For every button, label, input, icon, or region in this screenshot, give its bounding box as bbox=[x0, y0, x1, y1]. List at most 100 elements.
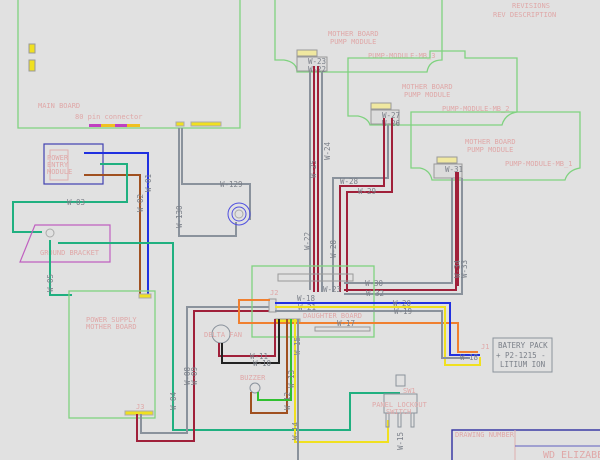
speaker-icon bbox=[227, 202, 251, 226]
wire-w09 bbox=[136, 310, 270, 442]
main-board: MAIN BOARD 80 pin connector bbox=[17, 0, 241, 129]
battery-pack: J1 BATERY PACK + P2-1215 - LITIUM ION bbox=[481, 337, 553, 373]
wire-label-w10: W-10 bbox=[253, 359, 272, 368]
wire-w27b bbox=[346, 118, 393, 292]
wire-label-w17: W-17 bbox=[337, 319, 355, 328]
wire-label-w34: W-34 bbox=[453, 259, 462, 278]
power-entry-module: POWER ENTRY MODULE bbox=[43, 143, 104, 185]
j3-label: J3 bbox=[136, 403, 144, 411]
wire-w11 bbox=[218, 319, 276, 357]
buzzer: BUZZER bbox=[240, 374, 266, 394]
wire-w129 bbox=[181, 128, 251, 220]
power-entry-label-2: ENTRY bbox=[47, 161, 69, 169]
wire-label-w12: W-12 bbox=[283, 392, 292, 410]
wire-w13 bbox=[257, 319, 292, 401]
mb3-label-2: PUMP MODULE bbox=[330, 38, 376, 46]
wire-label-w28: W-28 bbox=[340, 177, 359, 186]
wire-label-w09: W-09 bbox=[190, 367, 199, 385]
mb3-id: PUMP-MODULE-MB_3 bbox=[368, 52, 435, 60]
mb2-label-1: MOTHER BOARD bbox=[402, 83, 453, 91]
wire-w14 bbox=[294, 319, 389, 443]
wire-w19 bbox=[275, 310, 470, 359]
wire-label-w03: W-03 bbox=[67, 198, 85, 207]
wire-w17 bbox=[238, 299, 478, 353]
power-entry-label-1: POWER bbox=[47, 154, 69, 162]
wire-label-w11: W-11 bbox=[250, 352, 268, 361]
fan-label: DELTA FAN bbox=[204, 331, 242, 339]
lockout-label-1: PANEL LOCKOUT bbox=[372, 401, 428, 409]
wire-w02 bbox=[84, 174, 141, 298]
wire-w33 bbox=[344, 178, 463, 295]
wire-w10 bbox=[221, 319, 280, 364]
wire-label-w23-lower: W-23 bbox=[323, 285, 341, 294]
pump-module-mb1: MOTHER BOARD PUMP MODULE PUMP-MODULE-MB_… bbox=[410, 111, 581, 181]
wire-label-w20: W-20 bbox=[393, 299, 412, 308]
wire-label-w27: W-27 bbox=[382, 111, 400, 120]
power-supply-label-1: POWER SUPPLY bbox=[86, 316, 137, 324]
revisions-title: REVISIONS bbox=[512, 2, 550, 10]
wire-label-w01: W-01 bbox=[144, 174, 153, 192]
wire-label-w02: W-02 bbox=[136, 194, 145, 212]
daughter-board: DAUGHTER BOARD J2 bbox=[251, 265, 375, 338]
mb3-label-1: MOTHER BOARD bbox=[328, 30, 379, 38]
wire-w30 bbox=[344, 178, 453, 284]
power-supply-label-2: MOTHER BOARD bbox=[86, 323, 137, 331]
wire-label-w18: W-18 bbox=[297, 294, 316, 303]
main-board-connector-label: 80 pin connector bbox=[75, 113, 142, 121]
wire-w29 bbox=[332, 125, 389, 292]
wire-label-w04: W-04 bbox=[169, 391, 178, 410]
daughter-board-label: DAUGHTER BOARD bbox=[303, 312, 362, 320]
wire-w08 bbox=[140, 306, 270, 434]
wire-label-w05: W-05 bbox=[46, 274, 55, 292]
wire-label-w22-lower: W-22 bbox=[303, 232, 312, 250]
title-block: DRAWING NUMBER WD ELIZABETH bbox=[451, 429, 600, 460]
mb2-id: PUMP-MODULE-MB_2 bbox=[442, 105, 509, 113]
wire-w05 bbox=[49, 240, 72, 296]
delta-fan: DELTA FAN bbox=[204, 324, 242, 344]
wire-label-w15b: W-15 bbox=[396, 432, 405, 450]
wire-w04 bbox=[58, 242, 400, 431]
power-supply-board: POWER SUPPLY MOTHER BOARD J3 bbox=[68, 290, 156, 419]
buzzer-label: BUZZER bbox=[240, 374, 266, 382]
wire-label-w28-v: W-28 bbox=[329, 239, 338, 258]
wire-label-w130: W-130 bbox=[175, 205, 184, 228]
ground-bracket: GROUND BRACKET bbox=[19, 224, 111, 263]
wire-label-w32: W-32 bbox=[366, 289, 384, 298]
wire-label-w18b: W-18 bbox=[460, 353, 479, 362]
wire-label-w13: W-13 bbox=[287, 370, 296, 388]
battery-label-1: BATERY PACK bbox=[498, 341, 548, 350]
wire-label-w23: W-23 bbox=[308, 57, 326, 66]
wire-label-w29: W-29 bbox=[358, 187, 376, 196]
company-name: WD ELIZABETH bbox=[543, 450, 600, 460]
wire-w28 bbox=[339, 118, 385, 292]
drawing-number-label: DRAWING NUMBER bbox=[455, 431, 515, 439]
wire-label-w08: W-08 bbox=[183, 366, 192, 385]
wire-label-w33: W-33 bbox=[460, 260, 469, 278]
wire-w21 bbox=[275, 306, 481, 366]
wire-label-w14: W-14 bbox=[291, 421, 300, 440]
j2-label: J2 bbox=[270, 289, 278, 297]
wire-label-w129: W-129 bbox=[220, 180, 243, 189]
main-board-label: MAIN BOARD bbox=[38, 102, 80, 110]
wire-w01 bbox=[84, 152, 149, 298]
wire-label-w24: W-24 bbox=[323, 141, 332, 160]
sw1-label: SW1 bbox=[403, 387, 416, 395]
power-entry-label-3: MODULE bbox=[47, 168, 72, 176]
wire-label-w31: W-31 bbox=[445, 165, 463, 174]
panel-lockout-switch: SW1 PANEL LOCKOUT SWITCH bbox=[372, 374, 428, 428]
wire-w130 bbox=[178, 128, 237, 237]
mb1-label-2: PUMP MODULE bbox=[467, 146, 513, 154]
wire-w12 bbox=[250, 319, 288, 414]
wire-label-w19: W-19 bbox=[394, 307, 412, 316]
pump-module-mb2: MOTHER BOARD PUMP MODULE PUMP-MODULE-MB_… bbox=[347, 50, 518, 126]
ground-bracket-label: GROUND BRACKET bbox=[40, 249, 100, 257]
rev-description: REV DESCRIPTION bbox=[493, 11, 556, 19]
pump-module-mb3: MOTHER BOARD PUMP MODULE PUMP-MODULE-MB_… bbox=[274, 0, 443, 73]
battery-label-3: LITIUM ION bbox=[500, 360, 545, 369]
mb1-label-1: MOTHER BOARD bbox=[465, 138, 516, 146]
j1-label: J1 bbox=[481, 343, 489, 351]
wire-w03 bbox=[12, 163, 128, 233]
battery-label-2: + P2-1215 - bbox=[496, 351, 546, 360]
